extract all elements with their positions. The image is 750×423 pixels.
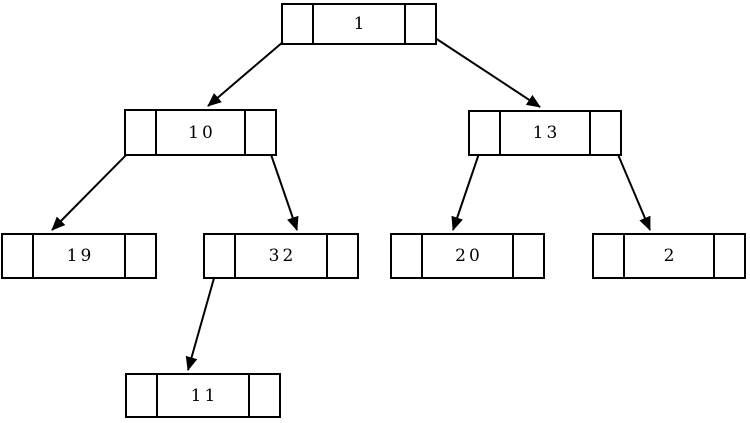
right-pointer-cell (326, 235, 357, 277)
node-value: 10 (188, 122, 216, 143)
right-pointer-cell (124, 235, 155, 277)
arrow-32-to-11 (185, 263, 219, 371)
tree-node-20: 20 (390, 233, 545, 279)
node-value: 19 (66, 246, 95, 266)
tree-node-11: 11 (125, 373, 281, 418)
left-pointer-cell (392, 235, 423, 277)
tree-node-13: 13 (468, 110, 622, 156)
node-value: 20 (455, 246, 483, 266)
node-value: 32 (268, 246, 297, 266)
left-pointer-cell (205, 235, 236, 277)
left-pointer-cell (127, 375, 158, 416)
right-pointer-cell (404, 5, 435, 43)
right-pointer-cell (589, 112, 620, 154)
left-pointer-cell (283, 5, 314, 43)
right-pointer-cell (713, 235, 744, 277)
node-value: 2 (663, 246, 678, 266)
tree-node-1: 1 (281, 3, 437, 45)
right-pointer-cell (512, 235, 543, 277)
arrow-1-to-13 (422, 29, 541, 108)
right-pointer-cell (244, 111, 275, 154)
left-pointer-cell (3, 235, 34, 277)
right-pointer-cell (248, 375, 279, 416)
left-pointer-cell (470, 112, 501, 154)
tree-node-19: 19 (1, 233, 157, 279)
node-value: 13 (532, 123, 561, 143)
tree-node-2: 2 (592, 233, 746, 279)
node-value: 1 (353, 14, 368, 34)
left-pointer-cell (594, 235, 625, 277)
node-value: 11 (190, 385, 219, 406)
left-pointer-cell (126, 111, 157, 154)
tree-node-10: 10 (124, 109, 277, 156)
tree-node-32: 32 (203, 233, 359, 279)
